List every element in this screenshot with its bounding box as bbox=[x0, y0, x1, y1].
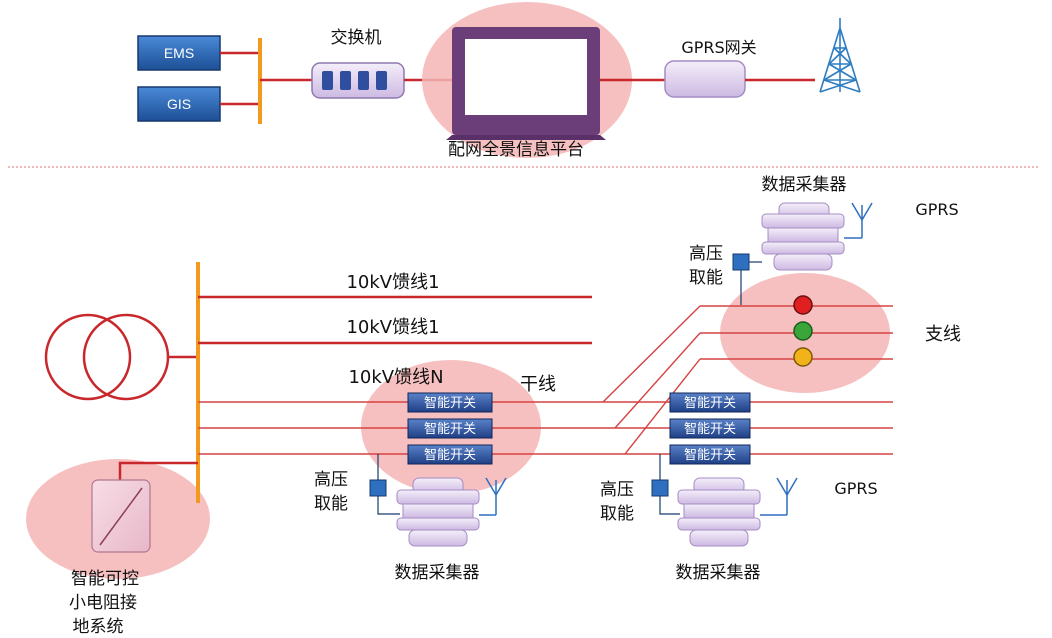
fault-indicators bbox=[793, 295, 813, 367]
smart-switch: 智能开关 bbox=[407, 418, 493, 439]
trunk-label: 干线 bbox=[520, 374, 556, 395]
collector-label-right: 数据采集器 bbox=[676, 563, 761, 583]
switch-label: 交换机 bbox=[331, 28, 382, 48]
smart-switch: 智能开关 bbox=[669, 418, 751, 439]
smart-switch-label: 智能开关 bbox=[684, 448, 736, 463]
hv-power-top-line2: 取能 bbox=[689, 268, 723, 288]
ems-label: EMS bbox=[164, 45, 194, 61]
data-collector-device bbox=[396, 477, 480, 547]
gprs-label-right: GPRS bbox=[834, 479, 877, 498]
data-collector-device bbox=[677, 477, 761, 547]
trunk-lines bbox=[198, 401, 893, 455]
gis-box: GIS bbox=[137, 86, 221, 122]
smart-switch-label: 智能开关 bbox=[684, 396, 736, 411]
smart-switch-label: 智能开关 bbox=[424, 396, 476, 411]
hv-power-right-line2: 取能 bbox=[600, 504, 634, 524]
branch-label: 支线 bbox=[925, 324, 961, 345]
grounding-label-line1: 智能可控 bbox=[71, 569, 139, 589]
smart-switch: 智能开关 bbox=[407, 392, 493, 413]
monitor-icon bbox=[446, 27, 606, 140]
ems-box: EMS bbox=[137, 35, 221, 71]
hv-power-sensor bbox=[732, 253, 750, 271]
gis-label: GIS bbox=[167, 96, 191, 112]
top-section: EMS GIS 交换机 配网全景信息平台 bbox=[137, 2, 861, 160]
antenna-icon bbox=[760, 477, 798, 516]
smart-switch-label: 智能开关 bbox=[424, 422, 476, 437]
feeder-2-label: 10kV馈线1 bbox=[346, 317, 439, 338]
grounding-label-line3: 地系统 bbox=[73, 617, 124, 637]
indicator-green bbox=[793, 321, 813, 341]
hv-power-top-line1: 高压 bbox=[689, 244, 723, 264]
hv-power-sensor bbox=[369, 479, 387, 497]
feeder-n-label: 10kV馈线N bbox=[348, 367, 443, 388]
gprs-gateway-label: GPRS网关 bbox=[681, 38, 756, 57]
antenna-icon bbox=[844, 202, 873, 239]
collector-label-mid: 数据采集器 bbox=[395, 563, 480, 583]
hv-power-mid-line1: 高压 bbox=[314, 470, 348, 490]
gprs-label-top: GPRS bbox=[915, 200, 958, 219]
transformer-icon bbox=[44, 313, 170, 401]
network-switch-icon bbox=[311, 62, 405, 99]
collector-label-top: 数据采集器 bbox=[762, 175, 847, 195]
grounding-label-line2: 小电阻接 bbox=[69, 593, 137, 613]
platform-label: 配网全景信息平台 bbox=[448, 140, 584, 160]
smart-switch-group-right: 智能开关 智能开关 智能开关 bbox=[669, 392, 751, 465]
smart-switch-label: 智能开关 bbox=[424, 448, 476, 463]
hv-power-sensor bbox=[651, 479, 669, 497]
data-collector-device bbox=[761, 202, 845, 271]
antenna-icon bbox=[479, 477, 507, 516]
smart-switch: 智能开关 bbox=[669, 444, 751, 465]
hv-power-right-line1: 高压 bbox=[600, 480, 634, 500]
indicator-yellow bbox=[793, 347, 813, 367]
feeder-1-label: 10kV馈线1 bbox=[346, 272, 439, 293]
antenna-tower-icon bbox=[819, 18, 861, 93]
grounding-resistor-icon bbox=[91, 479, 151, 553]
smart-switch: 智能开关 bbox=[669, 392, 751, 413]
smart-switch-label: 智能开关 bbox=[684, 422, 736, 437]
hv-power-mid-line2: 取能 bbox=[314, 494, 348, 514]
gprs-gateway-device bbox=[664, 60, 746, 98]
smart-switch-group-mid: 智能开关 智能开关 智能开关 bbox=[407, 392, 493, 465]
indicator-red bbox=[793, 295, 813, 315]
smart-switch: 智能开关 bbox=[407, 444, 493, 465]
